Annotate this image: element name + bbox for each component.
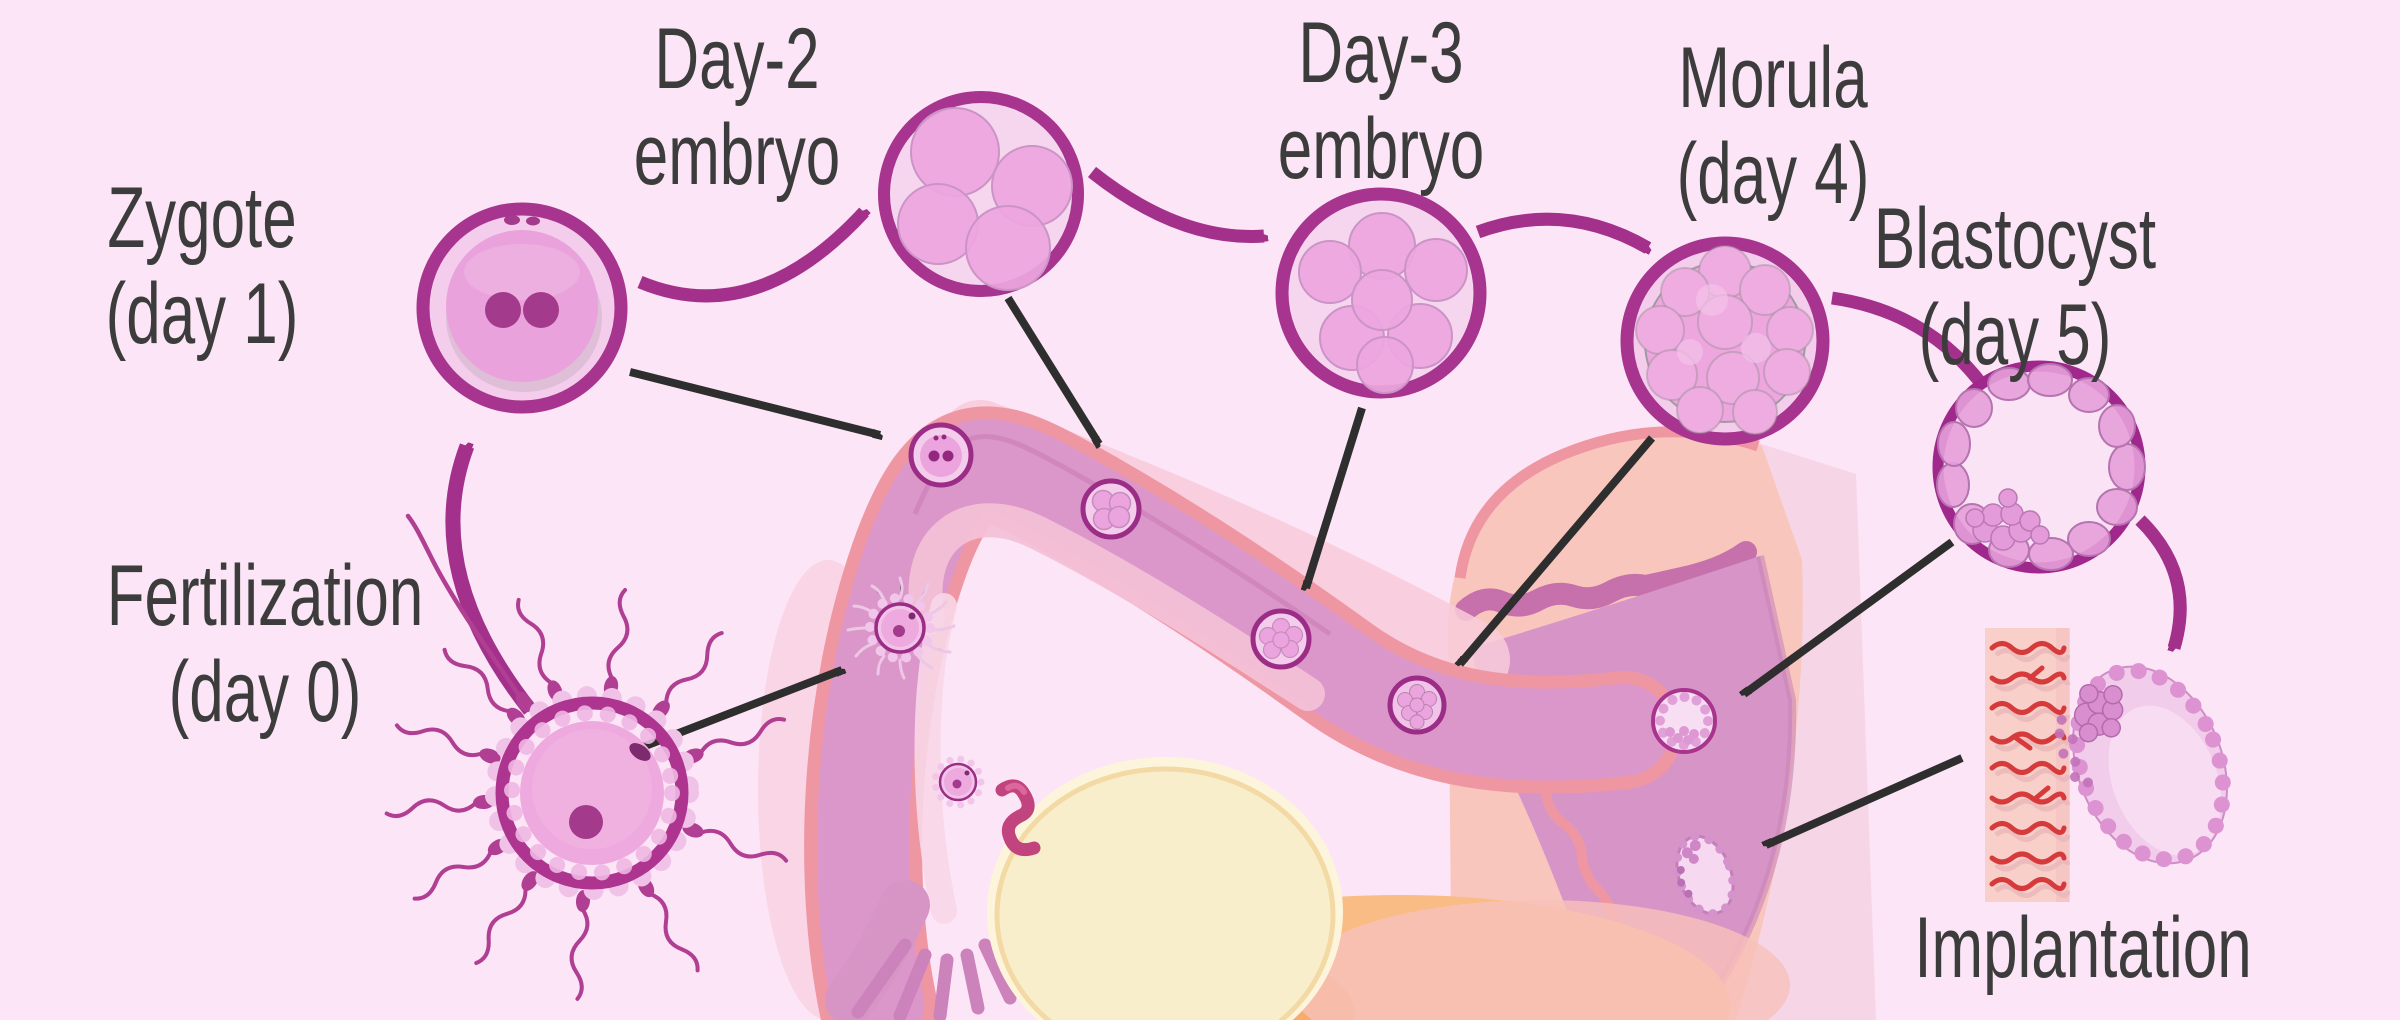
pointer-day2 [1004,295,1099,444]
pronucleus [523,292,559,328]
tube-lumen-highlight [914,593,957,924]
label-zygote-line1: Zygote [107,170,297,266]
inner-cell-mass [2073,683,2124,743]
tube-day2-mini [1080,478,1142,540]
implanting-blastocyst-mini [1672,831,1738,919]
label-day2-line2: embryo [633,107,841,203]
corona-radiata-inner [504,705,680,881]
vessel-shadows [1994,648,2071,898]
corona-radiata-outer [485,686,699,900]
arrow-morula-to-blastocyst [1831,291,1986,390]
label-morula-line2: (day 4) [1676,126,1870,222]
ovary-body [994,766,1336,1020]
label-day2-embryo: Day-2 embryo [634,11,840,203]
label-blastocyst-line1: Blastocyst [1873,191,2157,287]
penetrating-sperm-head [629,743,651,761]
corona-cells [865,593,935,663]
arrow-zygote-to-day2 [637,212,864,303]
day3-embryo-circle [1275,187,1487,399]
sperm-head-dot [908,612,916,620]
zona-ring [495,696,689,890]
label-day3-line1: Day-3 [1298,5,1464,101]
label-day3-line2: embryo [1277,101,1485,197]
label-fertilization: Fertilization (day 0) [107,548,424,740]
endometrium-vessels [1989,641,2067,891]
tube-zygote-mini [908,422,974,488]
sperm-cells [383,513,790,1002]
pointer-implantation [1766,754,1964,849]
day2-embryo-circle [878,91,1084,297]
tube-egg-with-corona [846,576,956,680]
ovary [987,757,1343,1020]
long-tailed-sperm [405,513,533,713]
pointer-morula [1460,435,1656,664]
label-zygote: Zygote (day 1) [106,170,299,362]
arrow-blastocyst-to-implantation [2135,515,2187,648]
pronucleus [485,292,521,328]
soft-tissue-blush [1290,900,1790,1020]
label-morula-line1: Morula [1678,30,1868,126]
fimbriae [851,938,1017,1020]
polar-body [504,215,520,225]
label-morula: Morula (day 4) [1677,30,1870,222]
zygote-circle [416,202,628,414]
trophoblast-cells [1936,363,2146,571]
label-day3-embryo: Day-3 embryo [1278,5,1484,197]
label-fertilization-line2: (day 0) [168,644,362,740]
ovulated-egg [931,755,985,809]
egg-cytoplasm-highlight [532,729,652,849]
label-fertilization-line1: Fertilization [106,548,424,644]
uterus-blastocyst-mini [1651,688,1717,754]
pointer-zygote [629,368,880,435]
arrow-day3-to-morula [1475,212,1648,248]
blastocyst-circle [1932,360,2146,574]
egg-nucleus [569,805,603,839]
sperm-head-dot [964,770,970,776]
morula-cell-highlights [1677,284,1771,365]
tube-day3-mini [1250,608,1312,670]
polar-body [526,216,540,226]
egg-nucleus [893,625,905,637]
morula-circle [1620,236,1830,446]
stage-arrows [445,166,2187,715]
blastomeres [1298,212,1468,394]
pointer-blastocyst [1744,538,1955,694]
trophoblast-cells [2069,662,2231,868]
implantation-illustration [1985,628,2231,902]
label-blastocyst: Blastocyst (day 5) [1874,191,2156,383]
egg-nucleus [952,779,962,789]
label-implantation-line1: Implantation [1914,900,2252,996]
label-zygote-line2: (day 1) [105,266,299,362]
tube-lumen-band [908,503,1325,711]
corona-cells [931,755,985,809]
blastomeres [897,107,1073,291]
pointer-arrows [629,295,1964,849]
pointer-day3 [1306,406,1366,588]
implanting-blastocyst-large [2054,662,2231,868]
tube-morula-mini [1387,675,1447,735]
inner-cell-mass [1965,488,2050,551]
label-day2-line1: Day-2 [654,11,820,107]
fertilization-egg [383,513,790,1002]
tube-infundibulum [825,880,930,1020]
label-implantation: Implantation [1914,900,2251,996]
arrow-day2-to-day3 [1087,166,1264,243]
label-blastocyst-line2: (day 5) [1918,287,2112,383]
invading-villi [2054,714,2094,788]
corpus-luteum-highlight [1005,782,1027,795]
